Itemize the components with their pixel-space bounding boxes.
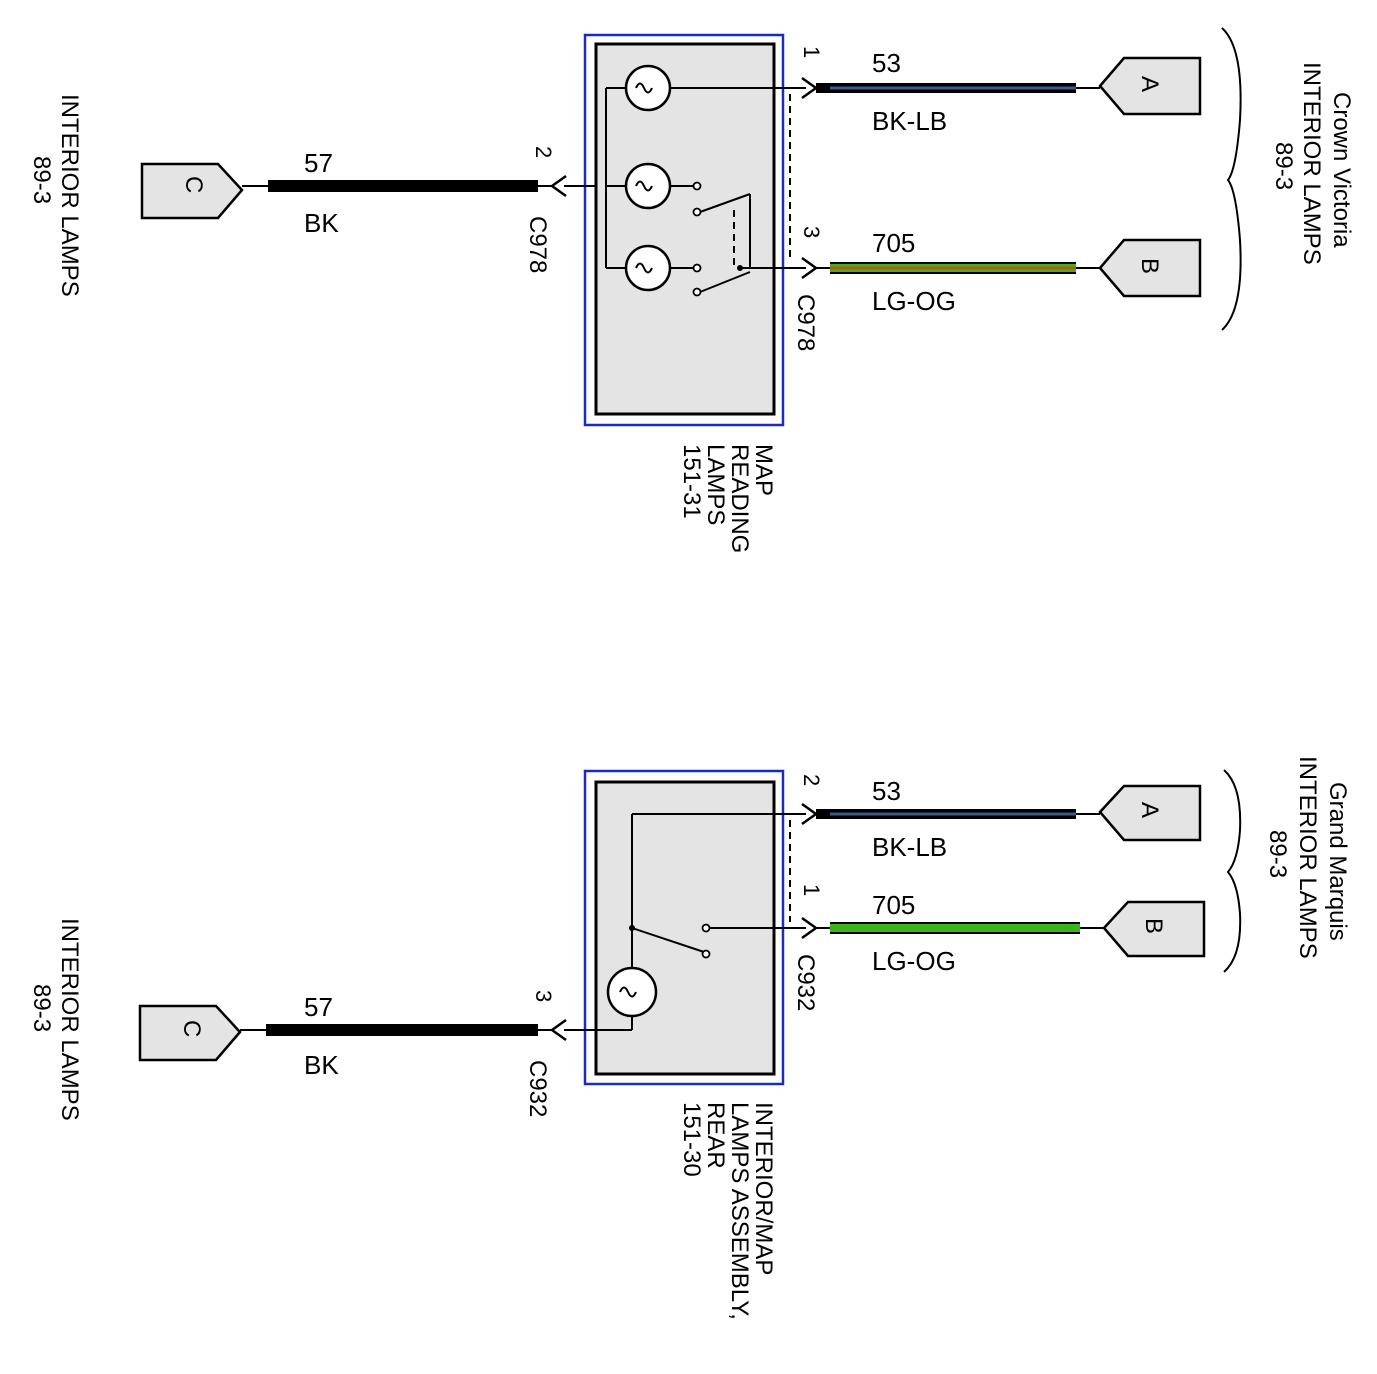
vehicle-ref-title: INTERIOR LAMPS	[1298, 62, 1325, 265]
left-ref-title: INTERIOR LAMPS	[56, 94, 83, 297]
lamp-bulb-icon	[624, 162, 672, 210]
bottom-circuit: 53 BK-LB 705 LG-OG 57 BK 2 1 3 C932 C932…	[28, 756, 1351, 1320]
terminal-flag-c	[138, 1004, 242, 1062]
component-name-line2: LAMPS ASSEMBLY,	[726, 1102, 753, 1320]
terminal-letter-a: A	[1136, 802, 1163, 818]
component-name-line2: READING	[726, 444, 753, 553]
vehicle-ref-page: 89-3	[1270, 142, 1297, 190]
terminal-flag-a	[1098, 56, 1202, 116]
terminal-flag-a	[1098, 784, 1202, 842]
terminal-letter-b: B	[1140, 918, 1167, 934]
terminal-letter-c: C	[180, 176, 207, 193]
terminal-letter-c: C	[178, 1020, 205, 1037]
circuit-number-705: 705	[872, 228, 915, 258]
wire-color-lg-og: LG-OG	[872, 946, 956, 976]
lamp-bulb-icon	[624, 244, 672, 292]
connector-pin-arrow	[549, 1018, 567, 1042]
wire-color-bk: BK	[304, 208, 339, 238]
group-brace	[1223, 769, 1242, 973]
circuit-number-53: 53	[872, 48, 901, 78]
connector-code-right: C978	[792, 294, 819, 351]
splice-dot	[737, 265, 743, 271]
map-reading-lamps-body	[594, 42, 776, 416]
pin-number: 3	[531, 990, 556, 1002]
internal-wiring	[564, 87, 806, 293]
pin-number: 2	[531, 146, 556, 158]
circuit-number-57: 57	[304, 992, 333, 1022]
pin-number: 3	[799, 226, 824, 238]
terminal-flag-b	[1102, 900, 1206, 958]
pin-number: 2	[799, 774, 824, 786]
component-name-line3: LAMPS	[702, 444, 729, 525]
terminal-letter-a: A	[1136, 76, 1163, 92]
circuit-number-53: 53	[872, 776, 901, 806]
wire-color-bk-lb: BK-LB	[872, 832, 947, 862]
lamp-bulb-icon	[606, 966, 658, 1018]
lamp-bulb-icon	[624, 64, 672, 112]
left-ref-page: 89-3	[28, 984, 55, 1032]
switch-contacts	[701, 923, 711, 959]
internal-wiring	[564, 813, 806, 1031]
top-circuit: 53 BK-LB 705 LG-OG 57 BK 1 3 2 C978 C978…	[28, 27, 1355, 553]
terminal-flag-b	[1098, 238, 1202, 298]
circuit-number-705: 705	[872, 890, 915, 920]
vehicle-name: Grand Marquis	[1324, 782, 1351, 941]
group-brace	[1221, 27, 1242, 331]
component-name-line1: MAP	[750, 444, 777, 496]
wire-color-bk: BK	[304, 1050, 339, 1080]
wire-color-lg-og: LG-OG	[872, 286, 956, 316]
left-ref-title: INTERIOR LAMPS	[56, 918, 83, 1121]
pin-number: 1	[799, 884, 824, 896]
vehicle-name: Crown Victoria	[1328, 92, 1355, 248]
component-page-ref: 151-30	[678, 1102, 705, 1177]
splice-dot	[629, 925, 635, 931]
vehicle-ref-page: 89-3	[1264, 830, 1291, 878]
vehicle-ref-title: INTERIOR LAMPS	[1294, 756, 1321, 959]
circuit-number-57: 57	[304, 148, 333, 178]
connector-code-right: C932	[792, 954, 819, 1011]
terminal-flag-c	[140, 162, 244, 220]
connector-code-left: C978	[524, 216, 551, 273]
switch-contacts	[692, 181, 702, 297]
connector-code-left: C932	[524, 1060, 551, 1117]
connector-pin-arrow	[549, 174, 567, 198]
component-name-line1: INTERIOR/MAP	[750, 1102, 777, 1275]
component-page-ref: 151-31	[678, 444, 705, 519]
left-ref-page: 89-3	[28, 156, 55, 204]
pin-number: 1	[799, 46, 824, 58]
terminal-letter-b: B	[1136, 258, 1163, 274]
component-name-line3: REAR	[702, 1102, 729, 1169]
wire-color-bk-lb: BK-LB	[872, 106, 947, 136]
